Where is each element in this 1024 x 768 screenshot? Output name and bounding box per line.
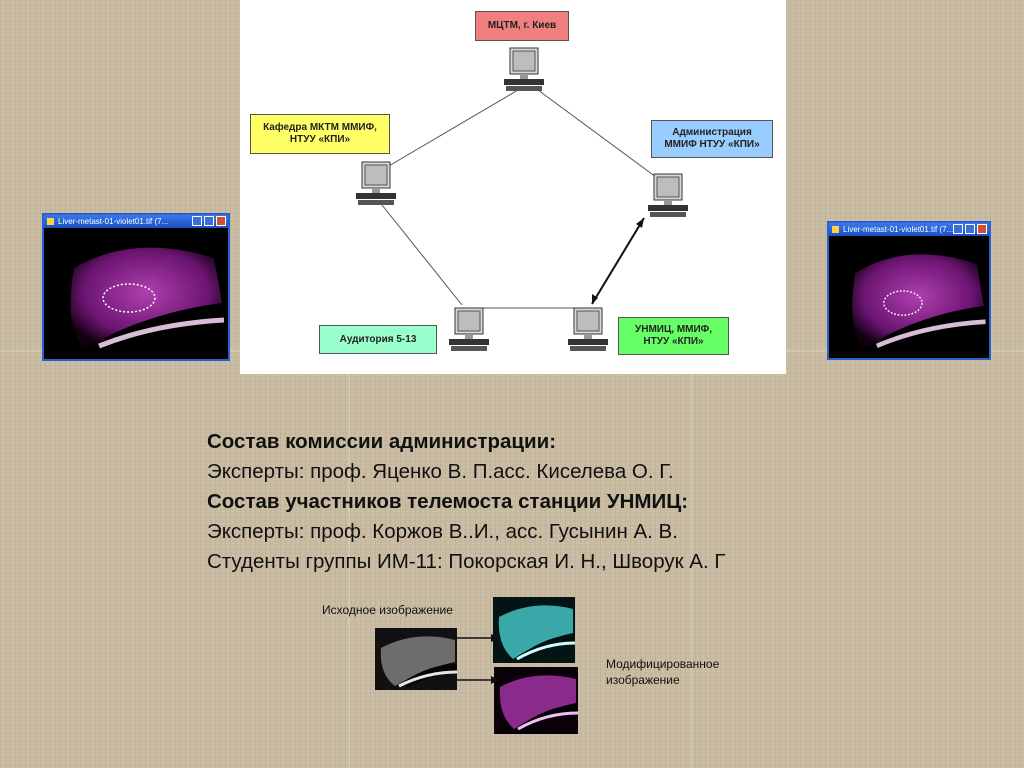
node-label-auditorium: Аудитория 5-13 <box>319 325 437 354</box>
participants-experts: Эксперты: проф. Коржов В..И., асс. Гусын… <box>207 520 678 543</box>
modified-caption-line2: изображение <box>606 673 680 687</box>
window-titlebar[interactable]: Liver-metast-01-violet01.tif (7... <box>44 215 228 228</box>
minimize-icon[interactable] <box>192 216 202 226</box>
arrowhead-down <box>592 294 598 304</box>
commission-heading: Состав комиссии администрации: <box>207 430 557 453</box>
link-administration-unmic <box>591 217 645 305</box>
source-grayscale-image <box>375 628 457 690</box>
source-image-caption: Исходное изображение <box>322 603 453 617</box>
maximize-icon[interactable] <box>965 224 975 234</box>
link-kyiv-department <box>381 89 519 171</box>
arrowhead-icon <box>491 634 499 642</box>
app-icon <box>47 218 54 225</box>
node-label-administration: Администрация ММИФ НТУУ «КПИ» <box>651 120 773 158</box>
minimize-icon[interactable] <box>953 224 963 234</box>
link-kyiv-administration <box>537 89 661 181</box>
window-title: Liver-metast-01-violet01.tif (7... <box>843 225 954 234</box>
computer-icon <box>504 47 544 91</box>
commission-experts: Эксперты: проф. Яценко В. П.асс. Киселев… <box>207 460 674 483</box>
computer-icon <box>648 173 688 217</box>
network-diagram: МЦТМ, г. Киев Кафедра МКТМ ММИФ, НТУУ «К… <box>240 0 786 374</box>
node-label-kyiv: МЦТМ, г. Киев <box>475 11 569 41</box>
image-window-left[interactable]: Liver-metast-01-violet01.tif (7... <box>42 213 230 361</box>
computer-icon <box>568 307 608 351</box>
link-department-auditorium <box>381 204 463 306</box>
liver-ultrasound-image <box>829 236 989 358</box>
participants-text: Состав комиссии администрации: Эксперты:… <box>207 427 907 577</box>
lesion-outline <box>883 290 923 316</box>
liver-ultrasound-image <box>44 228 228 359</box>
arrowhead-icon <box>491 676 499 684</box>
maximize-icon[interactable] <box>204 216 214 226</box>
participants-heading: Состав участников телемоста станции УНМИ… <box>207 490 689 513</box>
window-title: Liver-metast-01-violet01.tif (7... <box>58 217 169 226</box>
window-titlebar[interactable]: Liver-metast-01-violet01.tif (7... <box>829 223 989 236</box>
cyan-modified-image <box>493 597 575 663</box>
violet-modified-image <box>494 667 578 734</box>
arrowhead-up <box>636 218 644 228</box>
close-icon[interactable] <box>216 216 226 226</box>
close-icon[interactable] <box>977 224 987 234</box>
arrows <box>457 634 499 684</box>
node-label-unmic: УНМИЦ, ММИФ, НТУУ «КПИ» <box>618 317 729 355</box>
node-label-department: Кафедра МКТМ ММИФ, НТУУ «КПИ» <box>250 114 390 154</box>
modified-image-caption: Модифицированное изображение <box>606 656 719 688</box>
students-line: Студенты группы ИМ-11: Покорская И. Н., … <box>207 550 726 573</box>
modified-caption-line1: Модифицированное <box>606 657 720 671</box>
app-icon <box>832 226 839 233</box>
lesion-outline <box>102 283 156 313</box>
network-links <box>381 89 661 309</box>
image-window-right[interactable]: Liver-metast-01-violet01.tif (7... <box>827 221 991 360</box>
computer-icon <box>449 307 489 351</box>
computer-icon <box>356 161 396 205</box>
